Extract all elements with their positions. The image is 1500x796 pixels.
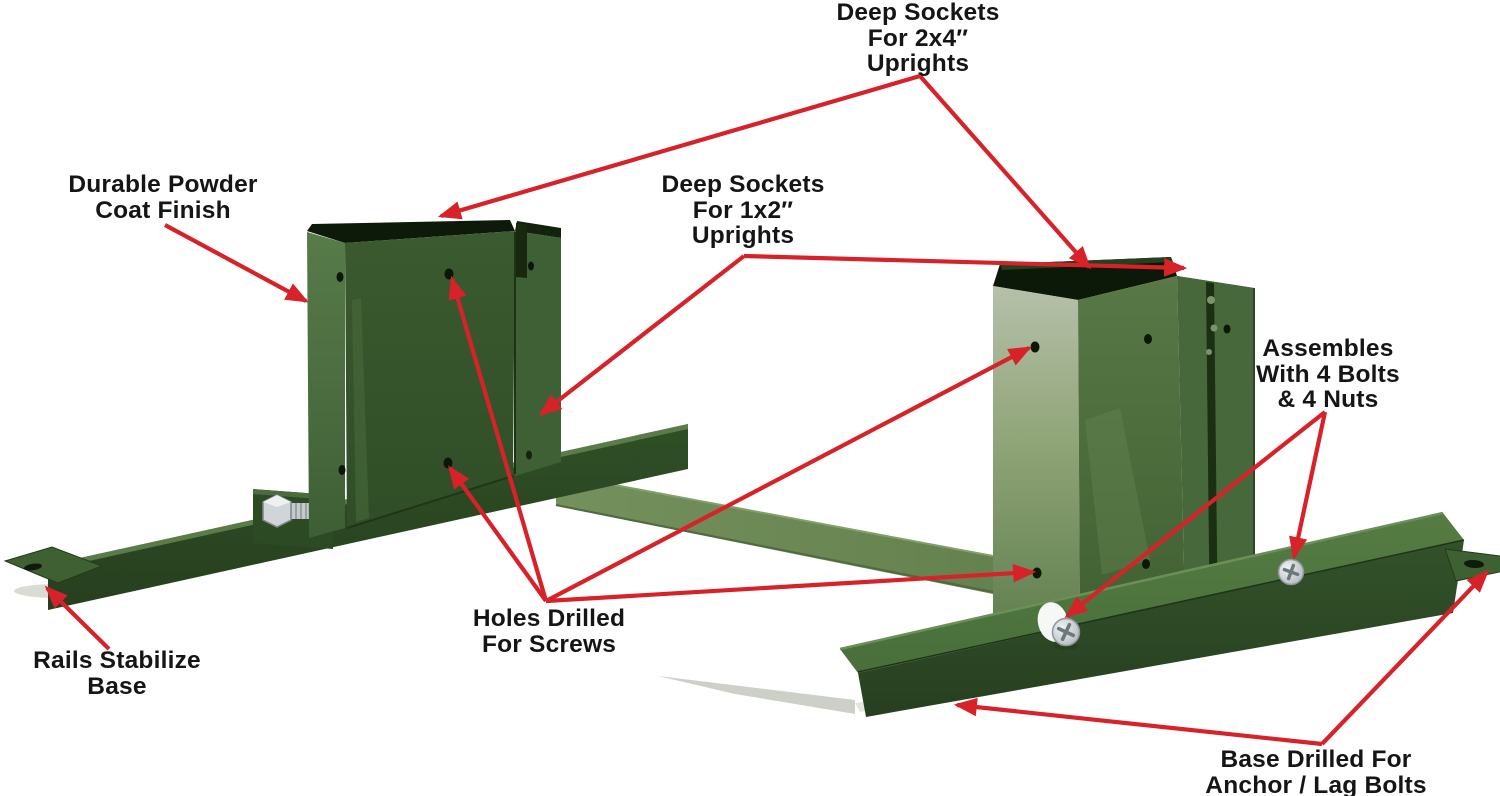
arrow-holes-2: [448, 465, 548, 603]
screw-hole: [338, 465, 346, 475]
screw-hole: [1030, 341, 1040, 353]
screw-hole: [444, 268, 454, 280]
label-deep-sockets-1x2: Deep Sockets For 1x2″ Uprights: [661, 171, 825, 249]
label-holes-drilled: Holes Drilled For Screws: [472, 605, 626, 658]
anchor-slot-left: [24, 563, 42, 571]
screw-hole: [526, 450, 532, 460]
arrow-2x4-left: [437, 73, 921, 220]
label-rails-stabilize: Rails Stabilize Base: [33, 647, 201, 700]
arrow-base-1: [953, 697, 1323, 747]
screw-hole: [1142, 559, 1150, 569]
label-base-drilled: Base Drilled For Anchor / Lag Bolts: [1205, 746, 1427, 796]
label-powder-coat: Durable Powder Coat Finish: [68, 171, 258, 224]
screw-hole: [336, 272, 344, 282]
right-base-rail: [839, 511, 1500, 717]
screw-hole: [1032, 567, 1042, 579]
label-deep-sockets-2x4: Deep Sockets For 2x4″ Uprights: [836, 0, 1000, 77]
socket-opening-left: [307, 220, 515, 243]
screw-hole: [1223, 324, 1231, 334]
arrow-1x2-left: [538, 254, 746, 416]
screw-hole: [1144, 334, 1152, 344]
label-assembles: Assembles With 4 Bolts & 4 Nuts: [1256, 335, 1400, 413]
phillips-screw-2: [1277, 558, 1305, 586]
screw-hole: [528, 261, 534, 271]
arrow-assembles-1: [1064, 410, 1327, 619]
cross-rail: [555, 473, 994, 594]
right-socket-2x4: [993, 257, 1255, 650]
arrow-holes-4: [545, 563, 1037, 604]
arrow-2x4-right: [918, 74, 1092, 270]
arrow-rails: [44, 585, 111, 651]
phillips-screw-1: [1037, 602, 1081, 650]
arrow-assembles-2: [1289, 411, 1328, 561]
anchor-slot-right: [1464, 559, 1484, 569]
arrow-powder-coat: [164, 223, 309, 303]
annotation-arrows: [44, 73, 1490, 747]
arrow-holes-3: [545, 346, 1032, 603]
arrow-1x2-right: [743, 253, 1188, 277]
screw-hole: [443, 457, 453, 469]
arrow-base-2: [1320, 569, 1490, 746]
arrow-holes-1: [448, 275, 549, 602]
